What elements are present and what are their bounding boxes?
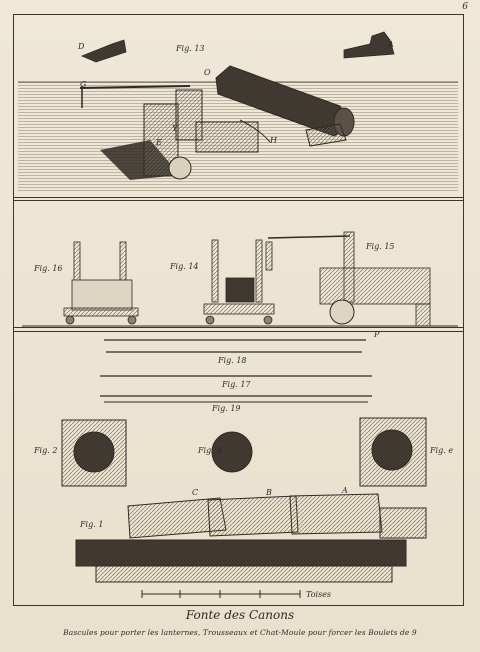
- fig-1-label: Fig. 1: [80, 520, 104, 529]
- fig-14-frame: [211, 239, 219, 303]
- fig-14-label: Fig. 14: [170, 262, 199, 271]
- scale-label: Toises: [306, 590, 332, 599]
- panel-divider-2: [13, 327, 464, 328]
- letter-e: E: [156, 138, 162, 147]
- fig-3-label: Fig. 3: [198, 446, 222, 455]
- letter-b: B: [266, 488, 272, 497]
- fig-15-wheel: [329, 299, 355, 325]
- plate-border: [13, 14, 464, 606]
- fig-19-label: Fig. 19: [212, 404, 241, 413]
- fig-15-label: Fig. 15: [366, 242, 395, 251]
- letter-a: A: [342, 486, 348, 495]
- cannon-ball: [211, 431, 253, 473]
- chat-moule-base: [75, 539, 407, 567]
- mould-block-b: [207, 495, 299, 537]
- detail-piece-a: [343, 31, 395, 59]
- letter-g: G: [80, 80, 87, 89]
- fig-16-label: Fig. 16: [34, 264, 63, 273]
- fig-13-label: Fig. 13: [176, 44, 205, 53]
- fig-18-label: Fig. 18: [218, 356, 247, 365]
- letter-o: O: [204, 68, 211, 77]
- bascule-wheel: [168, 156, 192, 180]
- plate-subtitle: Bascules pour porter les lanternes, Trou…: [63, 628, 417, 637]
- panel-divider-1b: [13, 200, 464, 201]
- fig-2-label: Fig. 2: [34, 446, 58, 455]
- fig-15-lever: [267, 235, 351, 239]
- letter-y: Y: [172, 124, 178, 133]
- fig-15-body: [319, 267, 431, 305]
- panel-divider-1: [13, 197, 464, 198]
- fig-13-panel: [18, 31, 458, 192]
- rods-and-moulds-panel: [61, 339, 427, 598]
- letter-p: P: [374, 330, 380, 339]
- letter-a-top: A: [388, 40, 394, 49]
- fig-14-16-panel: [22, 231, 458, 327]
- fig-e-label: Fig. e: [430, 446, 454, 455]
- plate-number: 6: [462, 2, 468, 12]
- fig-17-label: Fig. 17: [222, 380, 251, 389]
- letter-d: D: [78, 42, 85, 51]
- detail-piece-d: [80, 39, 127, 63]
- letter-h: H: [270, 136, 277, 145]
- cannon-rest: [305, 123, 347, 147]
- letter-c: C: [192, 488, 199, 497]
- lever-rod: [79, 85, 191, 89]
- mould-block-a: [289, 493, 383, 535]
- plate-title: Fonte des Canons: [185, 608, 295, 622]
- panel-divider-2b: [13, 331, 464, 332]
